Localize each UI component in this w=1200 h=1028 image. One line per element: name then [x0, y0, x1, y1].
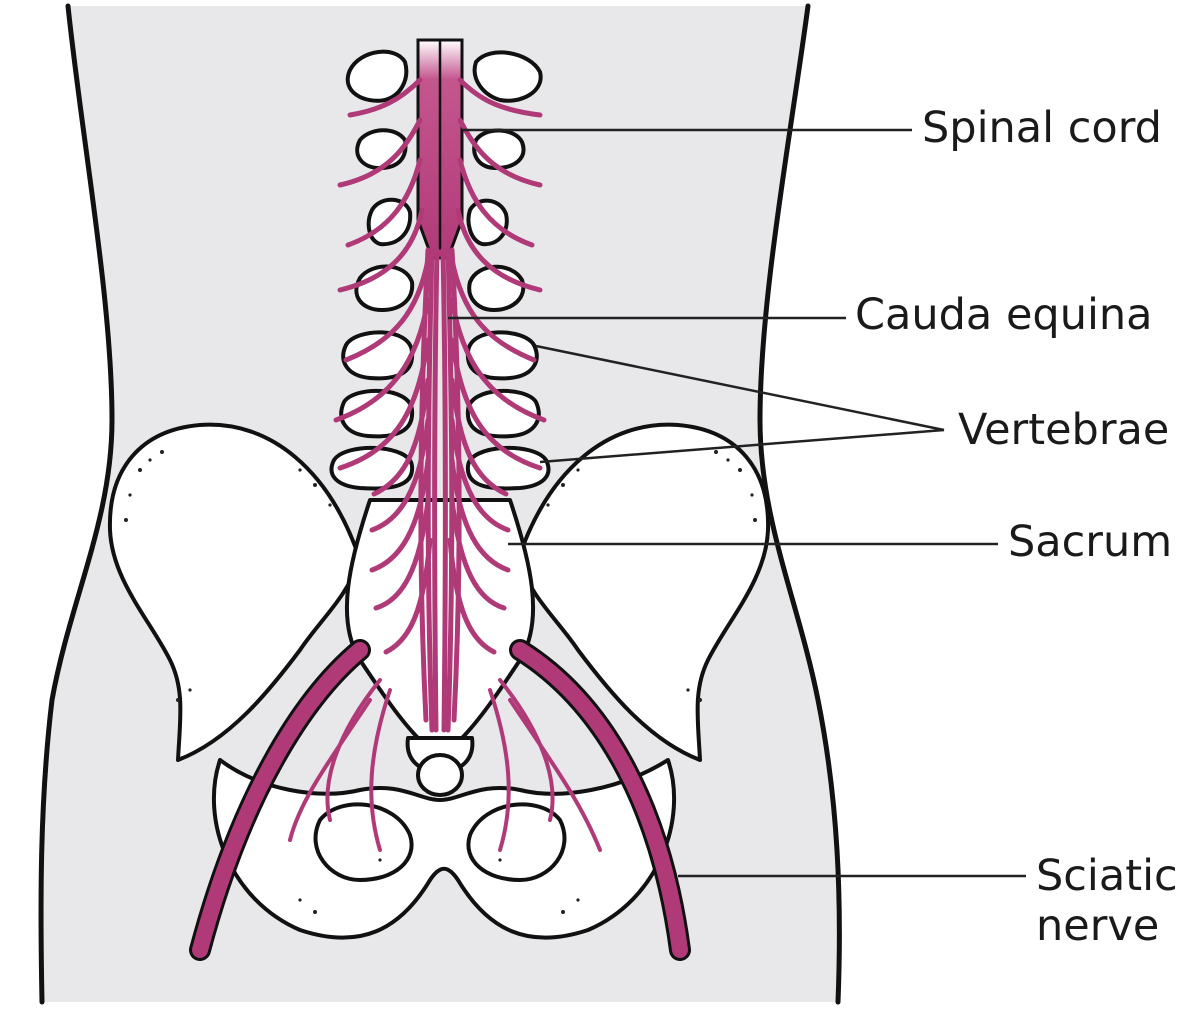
label-sacrum: Sacrum	[1008, 517, 1173, 567]
label-sciatic-line1: Sciatic	[1036, 851, 1178, 901]
leader-vertebrae-lower	[539, 428, 945, 464]
vertebra-2-left	[355, 128, 408, 170]
leader-lines	[448, 128, 1026, 878]
label-sciatic-nerve: Sciatic nerve	[1036, 851, 1178, 952]
vertebra-5-left	[341, 330, 415, 381]
right-ilium	[516, 422, 771, 762]
vertebra-1-left	[345, 49, 409, 103]
bone-stipple	[124, 450, 757, 914]
vertebra-7-right	[465, 445, 551, 491]
spinal-nerves	[333, 77, 547, 655]
vertebra-3-right	[466, 198, 509, 247]
vertebra-1-right	[472, 50, 543, 103]
left-ilium	[107, 422, 362, 762]
coccyx-tip	[416, 753, 464, 797]
leader-vertebrae-upper	[535, 344, 945, 432]
sciatic-nerves	[189, 639, 691, 961]
label-cauda-equina: Cauda equina	[855, 290, 1153, 340]
right-obturator	[466, 802, 567, 882]
vertebra-6-left	[339, 388, 415, 439]
label-spinal-cord: Spinal cord	[922, 103, 1162, 153]
spinal-cord	[416, 38, 464, 260]
pelvis	[107, 422, 771, 940]
label-sciatic-line2: nerve	[1036, 900, 1160, 951]
label-vertebrae: Vertebrae	[958, 405, 1170, 455]
vertebrae-stack	[329, 49, 551, 491]
vertebra-7-left	[329, 445, 415, 491]
left-obturator	[313, 802, 414, 882]
